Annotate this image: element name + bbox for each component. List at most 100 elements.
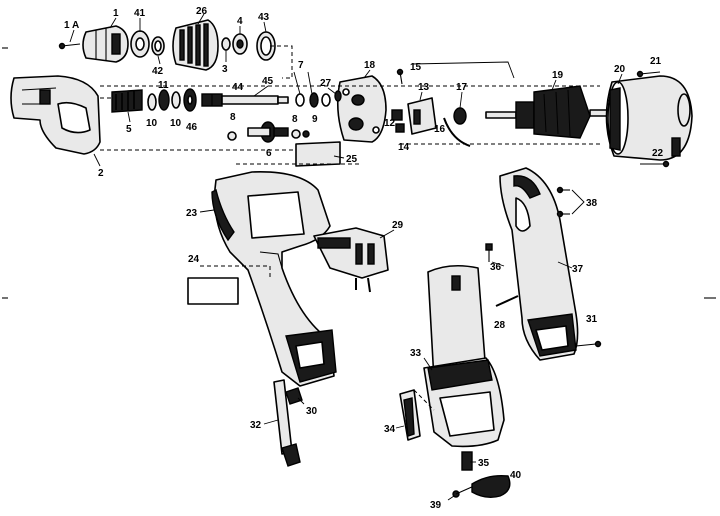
callout-7: 7: [298, 60, 304, 71]
ring-42: [151, 36, 165, 56]
callout-21: 21: [650, 56, 662, 67]
washer-41: [130, 30, 150, 58]
clip-32: [273, 379, 301, 467]
bushing-12: [391, 109, 405, 133]
screw-31: [575, 340, 602, 348]
bearing-17: [453, 107, 467, 125]
scan-edge-marks: [2, 47, 716, 299]
callout-46: 46: [186, 122, 198, 133]
callout-15: 15: [410, 62, 422, 73]
washer-10a: [147, 93, 157, 111]
spring-35: [461, 451, 473, 471]
lock-30: [285, 387, 303, 405]
screw-22: [640, 160, 670, 168]
callout-23: 23: [186, 208, 198, 219]
strap-40: [471, 474, 511, 499]
front-housing-2: [10, 75, 101, 155]
gear-housing-26: [172, 19, 219, 71]
callout-11: 11: [158, 80, 169, 91]
ring-43: [256, 31, 276, 61]
callout-35: 35: [478, 458, 490, 469]
pin-45: [277, 96, 289, 104]
callout-27: 27: [320, 78, 332, 89]
callout-31: 31: [586, 314, 598, 325]
callout-41: 41: [134, 8, 146, 19]
callout-19: 19: [552, 70, 564, 81]
callout-25: 25: [346, 154, 358, 165]
callout-13: 13: [418, 82, 430, 93]
callout-6: 6: [266, 148, 272, 159]
nut-4: [232, 33, 248, 55]
callout-1a: 1 A: [64, 20, 79, 31]
connector-34: [399, 389, 435, 441]
callout-18: 18: [364, 60, 376, 71]
callout-14: 14: [398, 142, 410, 153]
washer-10b: [171, 91, 181, 109]
callout-34: 34: [384, 424, 396, 435]
callout-43: 43: [258, 12, 270, 23]
gear-plate-25: [295, 141, 341, 167]
callout-8b: 8: [292, 114, 298, 125]
screws-38: [556, 186, 585, 218]
cap-27: [334, 90, 342, 102]
callout-10a: 10: [146, 118, 158, 129]
callout-28: 28: [494, 320, 506, 331]
washer-9: [309, 92, 331, 108]
callout-20: 20: [614, 64, 626, 75]
callout-45: 45: [262, 76, 274, 87]
battery-pack-33: [423, 264, 505, 448]
callout-3: 3: [222, 64, 228, 75]
callout-42: 42: [152, 66, 164, 77]
callout-4: 4: [237, 16, 243, 27]
callout-10b: 10: [170, 118, 182, 129]
pin-28: [495, 295, 519, 307]
callout-2: 2: [98, 168, 104, 179]
callout-37: 37: [572, 264, 584, 275]
ball-8b: [291, 129, 310, 139]
ball-8a: [227, 131, 237, 141]
screw-36: [485, 243, 493, 262]
callout-17: 17: [456, 82, 468, 93]
callout-29: 29: [392, 220, 404, 231]
callout-26: 26: [196, 6, 208, 17]
gear-case-18: [336, 75, 387, 143]
callout-5: 5: [126, 124, 132, 135]
callout-8a: 8: [230, 112, 236, 123]
callout-39: 39: [430, 500, 442, 511]
gear-6: [247, 121, 289, 143]
washer-7: [295, 93, 305, 107]
bearing-46: [183, 88, 197, 112]
brush-holder-13: [407, 97, 437, 135]
chuck-1: [82, 25, 129, 63]
screw-21: [636, 70, 661, 78]
switch-29: [313, 227, 389, 293]
callout-1: 1: [113, 8, 119, 19]
screw-39: [452, 485, 475, 498]
callout-12: 12: [384, 118, 396, 129]
callout-leaders: [69, 13, 623, 501]
motor-20: [605, 75, 693, 161]
callout-44: 44: [232, 82, 244, 93]
callout-36: 36: [490, 262, 502, 273]
spring-5: [111, 89, 143, 113]
washer-11: [158, 89, 170, 111]
label-24: [187, 265, 271, 305]
callout-38: 38: [586, 198, 598, 209]
callout-16: 16: [434, 124, 446, 135]
callout-32: 32: [250, 420, 262, 431]
callout-9: 9: [312, 114, 318, 125]
screw-15: [396, 68, 404, 85]
armature-19: [485, 85, 609, 139]
callout-22: 22: [652, 148, 664, 159]
spacer-3: [221, 37, 231, 51]
callout-labels: 1 A 1 41 26 4 43 42 3 2 5 10 11 10 46 44…: [64, 6, 664, 511]
callout-33: 33: [410, 348, 422, 359]
callout-30: 30: [306, 406, 318, 417]
callout-24: 24: [188, 254, 200, 265]
spindle-44: [201, 93, 279, 107]
handle-housing-23: [211, 171, 337, 387]
side-cover-37: [499, 167, 579, 361]
callout-40: 40: [510, 470, 522, 481]
screw-1a: [58, 42, 81, 50]
